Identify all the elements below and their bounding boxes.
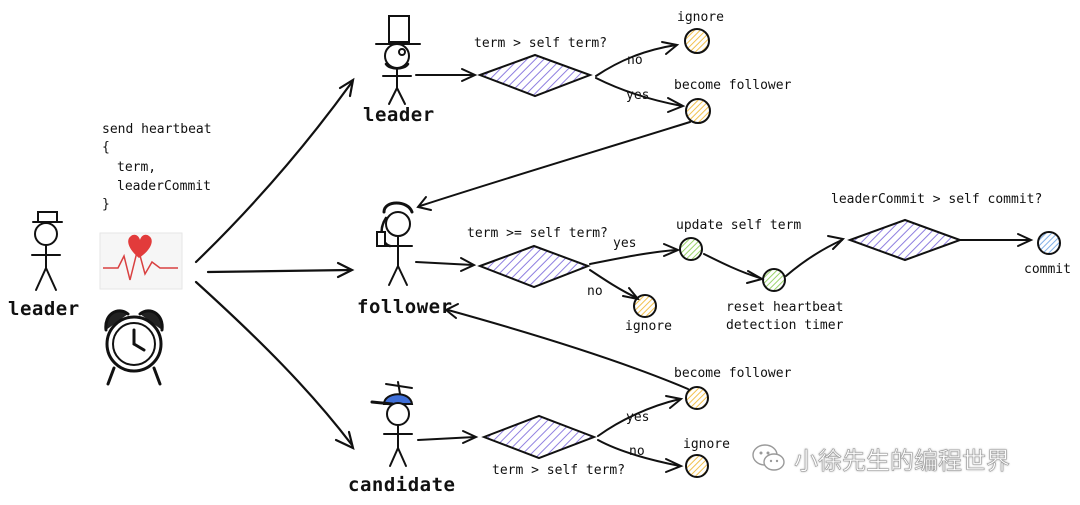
middle-question: term >= self term? [467, 226, 608, 241]
dispatch-arrows [194, 77, 355, 450]
middle-no-label: no [587, 284, 603, 299]
top-ignore-label: ignore [677, 10, 724, 25]
node-reset-heartbeat [762, 268, 786, 292]
top-become-follower-label: become follower [674, 78, 792, 93]
bottom-become-follower-label: become follower [674, 366, 792, 381]
bottom-yes-label: yes [626, 410, 650, 425]
reset-heartbeat-label-1: reset heartbeat [726, 300, 844, 315]
follower-figure-icon [376, 201, 414, 286]
bottom-question: term > self term? [492, 463, 626, 478]
top-question: term > self term? [474, 36, 608, 51]
watermark-text: 小徐先生的编程世界 [794, 446, 1011, 475]
decision-diamond-bottom [481, 414, 597, 460]
leader-figure-icon [375, 15, 421, 105]
branch-arrows-bottom [444, 303, 689, 473]
heartbeat-icon [99, 232, 183, 290]
candidate-figure-icon [370, 381, 414, 467]
message-line-5: } [102, 197, 110, 212]
decision-diamond-middle [477, 244, 591, 289]
top-no-label: no [627, 53, 643, 68]
wechat-icon [752, 444, 785, 471]
node-commit [1037, 231, 1061, 255]
node-ignore-middle [633, 294, 657, 318]
watermark: 小徐先生的编程世界 [752, 440, 1052, 476]
middle-yes-label: yes [613, 236, 637, 251]
top-yes-label: yes [626, 88, 650, 103]
decision-diamond-top [477, 53, 593, 98]
branch-arrows-middle [589, 233, 1034, 301]
middle-ignore-label: ignore [625, 319, 672, 334]
node-ignore-top [684, 28, 710, 54]
message-line-3: term, [117, 160, 157, 175]
reset-heartbeat-label-2: detection timer [726, 318, 844, 333]
top-role-label: leader [363, 104, 435, 126]
branch-arrows-top [595, 41, 686, 113]
arrow-leader-to-q1 [415, 68, 478, 82]
alarm-clock-icon [104, 309, 164, 386]
node-become-follower-top [685, 98, 711, 124]
arrow-become-follower-to-follower [416, 121, 691, 211]
message-line-1: send heartbeat [102, 122, 212, 137]
node-update-self-term [679, 237, 703, 261]
left-role-label: leader [8, 298, 80, 320]
arrow-follower-to-q2 [415, 257, 477, 272]
node-become-follower-bottom [685, 386, 709, 410]
bottom-role-label: candidate [348, 474, 456, 496]
arrow-candidate-to-q3 [417, 430, 479, 444]
decision-diamond-commit [847, 218, 963, 262]
commit-label: commit [1024, 262, 1071, 277]
message-line-4: leaderCommit [117, 179, 211, 194]
middle-role-label: follower [357, 296, 453, 318]
message-line-2: { [102, 140, 110, 155]
bottom-no-label: no [629, 444, 645, 459]
node-ignore-bottom [685, 454, 709, 478]
bottom-ignore-label: ignore [683, 437, 730, 452]
commit-question: leaderCommit > self commit? [831, 192, 1043, 207]
update-self-term-label: update self term [676, 218, 802, 233]
stick-figure-hat-icon [31, 211, 63, 291]
